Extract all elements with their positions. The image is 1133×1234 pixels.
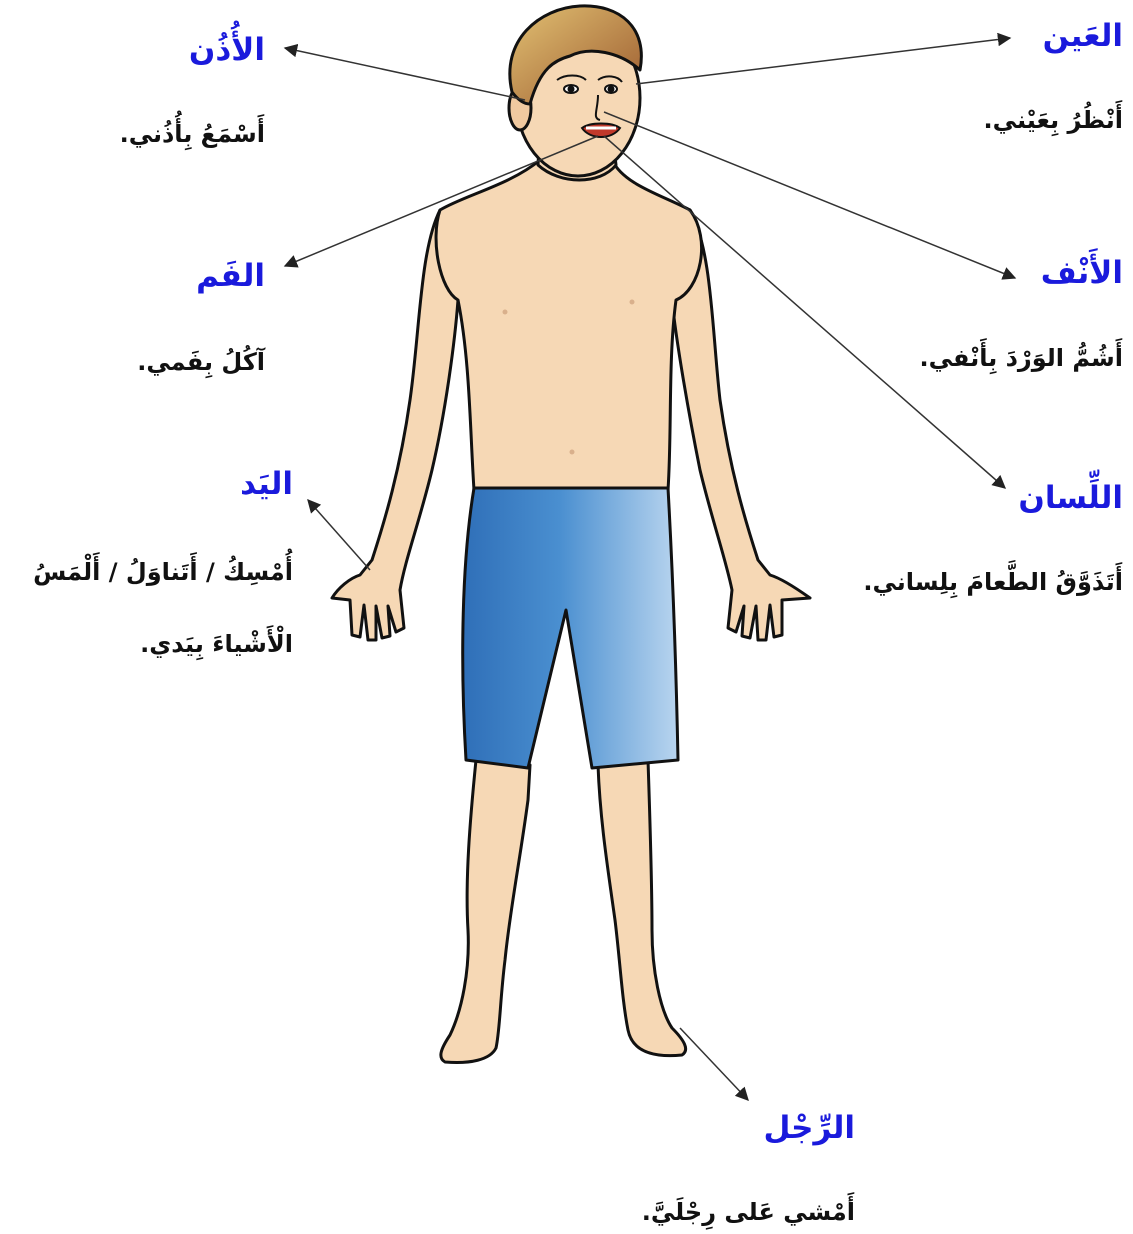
tongue-description: أَتَذَوَّقُ الطَّعامَ بِلِساني. [863,568,1123,596]
torso [436,160,702,490]
arrow-icon [308,500,370,570]
arrow-icon [285,48,525,100]
left-arm [332,210,458,640]
ear-description: أَسْمَعُ بِأُذُني. [120,120,265,148]
ear-title: الأُذُن [189,32,265,68]
eye-title: العَين [1043,18,1123,54]
mouth-title: الفَم [196,258,265,294]
right-leg [598,760,686,1056]
hand-title: اليَد [240,466,293,502]
mouth-description: آكُلُ بِفَمي. [137,348,265,376]
hand-description-line1: أُمْسِكُ / أَتَناوَلُ / أَلْمَسُ [33,558,293,586]
eye-description: أَنْظُرُ بِعَيْني. [984,106,1123,134]
shorts [463,488,678,768]
arrow-icon [680,1028,748,1100]
nose-description: أَشُمُّ الوَرْدَ بِأَنْفي. [920,344,1123,372]
hand-description-line2: الْأَشْياءَ بِيَدي. [140,630,293,658]
arrow-icon [636,38,1010,84]
foot-title: الرِّجْل [763,1110,855,1146]
foot-description: أَمْشي عَلى رِجْلَيَّ. [642,1198,855,1226]
left-leg [441,760,530,1062]
human-body-figure-icon [332,6,810,1063]
tongue-title: اللِّسان [1018,480,1123,516]
nose-title: الأَنْف [1041,255,1123,291]
